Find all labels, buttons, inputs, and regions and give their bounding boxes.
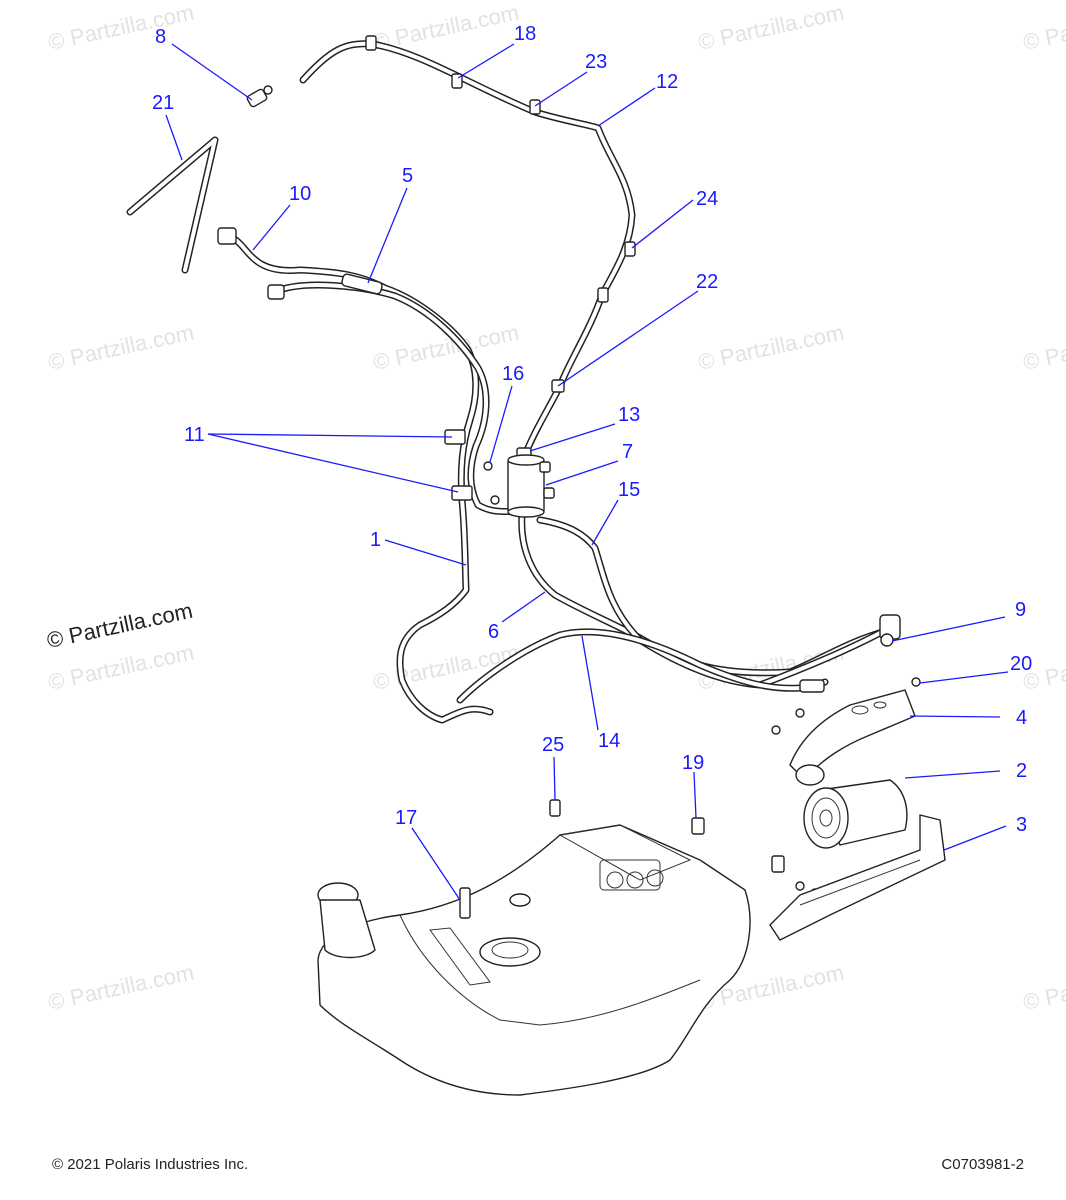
line-end-fitting bbox=[799, 679, 825, 693]
bracket-4 bbox=[789, 689, 916, 786]
inline-filter-5 bbox=[341, 273, 383, 295]
callout-21: 21 bbox=[152, 92, 174, 114]
callout-7: 7 bbox=[622, 441, 633, 463]
vent-valve-17 bbox=[459, 887, 471, 919]
callout-18: 18 bbox=[514, 23, 536, 45]
hose-12 bbox=[299, 40, 636, 459]
callout-3: 3 bbox=[1016, 814, 1027, 836]
callout-6: 6 bbox=[488, 621, 499, 643]
callout-25: 25 bbox=[542, 734, 564, 756]
watermark-text: © Partzilla.com bbox=[1021, 320, 1066, 375]
callout-4: 4 bbox=[1016, 707, 1027, 729]
callout-24: 24 bbox=[696, 188, 718, 210]
hose-6 bbox=[518, 511, 894, 677]
fitting-return bbox=[267, 284, 285, 300]
callout-10: 10 bbox=[289, 183, 311, 205]
fitting-10 bbox=[217, 227, 237, 245]
callout-2: 2 bbox=[1016, 760, 1027, 782]
callout-23: 23 bbox=[585, 51, 607, 73]
watermark-text: © Partzilla.com bbox=[46, 320, 196, 375]
watermark-text: © Partzilla.com bbox=[1021, 0, 1066, 55]
callout-1: 1 bbox=[370, 529, 381, 551]
callout-20: 20 bbox=[1010, 653, 1032, 675]
hose-21 bbox=[126, 136, 219, 274]
pump-2 bbox=[803, 779, 908, 849]
hose-10-5-1 bbox=[221, 231, 494, 724]
callout-15: 15 bbox=[618, 479, 640, 501]
callout-5: 5 bbox=[402, 165, 413, 187]
callout-16: 16 bbox=[502, 363, 524, 385]
callout-8: 8 bbox=[155, 26, 166, 48]
heat-shield-3 bbox=[769, 814, 946, 941]
callout-19: 19 bbox=[682, 752, 704, 774]
fastener-25 bbox=[549, 799, 561, 817]
callout-22: 22 bbox=[696, 271, 718, 293]
callout-13: 13 bbox=[618, 404, 640, 426]
watermark-text: © Partzilla.com bbox=[696, 320, 846, 375]
watermark-text: © Partzilla.com bbox=[46, 960, 196, 1015]
canister-7 bbox=[507, 454, 555, 518]
leader-lines bbox=[165, 43, 1009, 901]
callout-11: 11 bbox=[184, 424, 205, 446]
copyright-notice: © 2021 Polaris Industries Inc. bbox=[52, 1156, 249, 1173]
drawing-number: C0703981-2 bbox=[941, 1156, 1024, 1173]
callout-12: 12 bbox=[656, 71, 678, 93]
clamp-23 bbox=[529, 99, 541, 115]
clamp-11-lower bbox=[451, 485, 473, 501]
fuel-tank bbox=[317, 824, 751, 1096]
fastener-19 bbox=[691, 817, 705, 835]
fitting-8 bbox=[246, 85, 273, 108]
callout-labels: 8 21 10 5 18 23 12 24 22 16 13 7 11 15 1… bbox=[152, 23, 1032, 836]
clamp bbox=[597, 287, 609, 303]
callout-17: 17 bbox=[395, 807, 417, 829]
fuel-lines bbox=[126, 40, 901, 724]
fastener bbox=[771, 855, 785, 873]
hose-clamps bbox=[365, 35, 636, 501]
clamp bbox=[365, 35, 377, 51]
watermark-text: © Partzilla.com bbox=[696, 0, 846, 55]
watermark-text: © Partzilla.com bbox=[46, 0, 196, 55]
callout-9: 9 bbox=[1015, 599, 1026, 621]
watermark-text: © Partzilla.com bbox=[1021, 960, 1066, 1015]
callout-14: 14 bbox=[598, 730, 620, 752]
clamp-24 bbox=[624, 241, 636, 257]
